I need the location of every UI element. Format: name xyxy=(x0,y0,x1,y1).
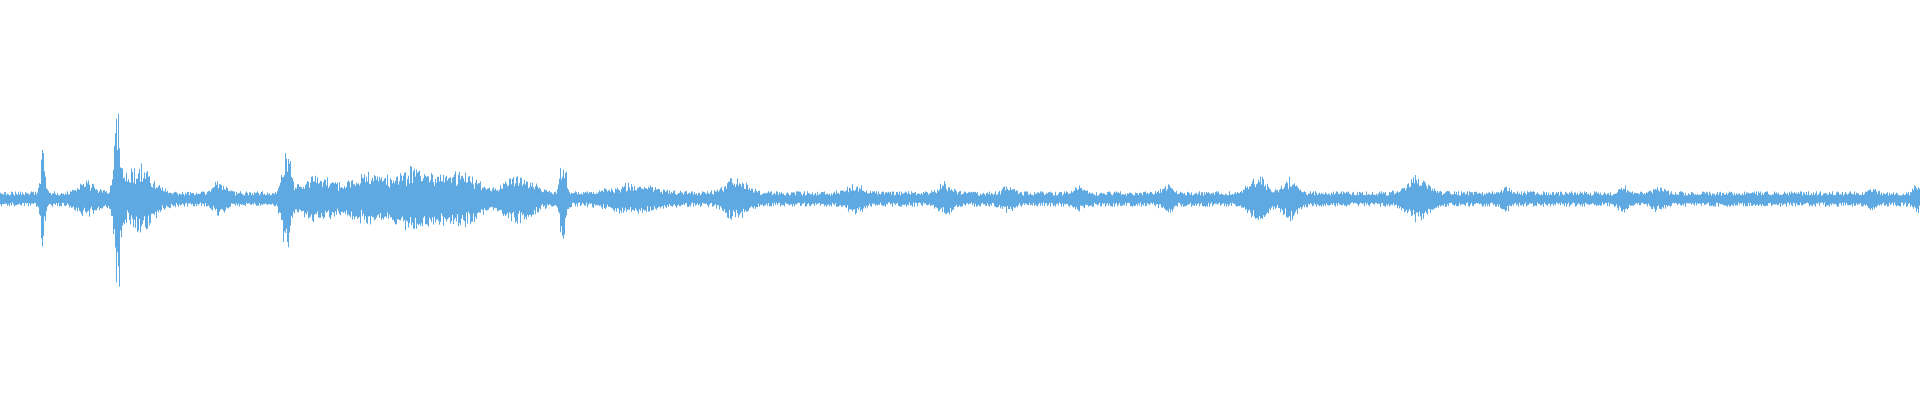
waveform-bars xyxy=(0,113,1920,287)
waveform-path xyxy=(0,113,1920,287)
